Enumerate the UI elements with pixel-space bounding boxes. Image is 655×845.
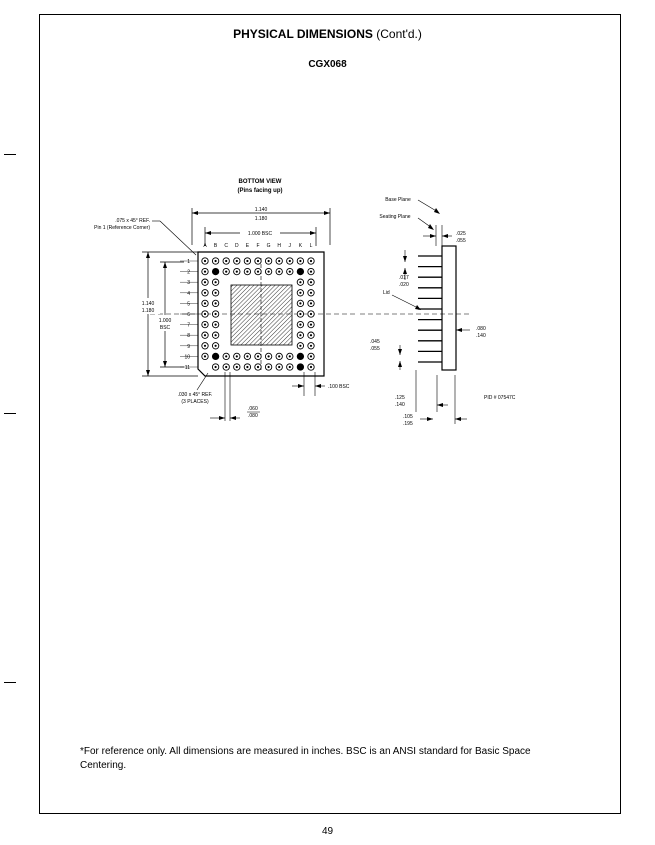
row-number: 9: [187, 344, 190, 350]
corner-ref: .075 x 45° REF.: [115, 218, 150, 224]
dim-outer-height-max: 1.140: [142, 301, 155, 307]
row-number: 7: [187, 323, 190, 329]
dim-d3-max: .055: [370, 346, 380, 352]
seating-plane-label: Seating Plane: [379, 214, 410, 220]
row-number: 3: [187, 280, 190, 286]
dim-d5-min: .125: [395, 395, 405, 401]
row-number: 1: [187, 259, 190, 265]
row-number: 4: [187, 291, 190, 297]
dim-inner-width: 1.000 BSC: [248, 231, 273, 237]
part-number: CGX068: [308, 59, 347, 70]
pin: [211, 352, 220, 361]
dim-d3-min: .045: [370, 339, 380, 345]
row-number: 6: [187, 312, 190, 318]
row-number: 8: [187, 333, 190, 339]
row-number: 10: [184, 354, 190, 360]
row-numbers: 1 2 3 4 5 6 7 8 9 10 11: [180, 259, 198, 371]
dim-d2-max: .020: [399, 282, 409, 288]
dim-d6-max: .195: [403, 421, 413, 427]
page-number: 49: [321, 826, 334, 837]
column-letter: K: [299, 243, 303, 249]
pin: [296, 363, 305, 371]
pin-dia-max: .080: [248, 413, 258, 419]
column-letter: E: [246, 243, 250, 249]
column-letter: A: [203, 243, 207, 249]
view-subtitle: (Pins facing up): [238, 188, 283, 194]
side-leads: [418, 255, 442, 363]
dim-d4-max: .140: [476, 333, 486, 339]
lid-label: Lid: [383, 290, 390, 296]
dim-d6-min: .105: [403, 414, 413, 420]
dim-d4-min: .080: [476, 326, 486, 332]
dim-inner-height: 1.000: [159, 318, 172, 324]
dim-outer-width-min: 1.180: [255, 216, 268, 222]
column-letter: D: [235, 243, 239, 249]
page-frame: [39, 14, 621, 814]
dim-d1-min: .025: [456, 231, 466, 237]
side-body: [441, 245, 457, 371]
footnote: *For reference only. All dimensions are …: [80, 746, 531, 771]
pin: [296, 352, 305, 361]
base-plane-label: Base Plane: [385, 197, 411, 203]
margin-mark: [4, 154, 16, 155]
chamfer-ref: .030 x 45° REF.: [178, 392, 213, 398]
pin-dia-min: .060: [248, 406, 258, 412]
dim-inner-height-bsc: BSC: [160, 325, 171, 331]
dim-outer-width-max: 1.140: [255, 207, 268, 213]
margin-mark: [4, 682, 16, 683]
pin-grid: [201, 257, 315, 371]
die-cavity: [230, 284, 293, 346]
page-title: PHYSICAL DIMENSIONS (Cont'd.): [233, 27, 422, 41]
column-letter: B: [214, 243, 218, 249]
row-number: 11: [185, 365, 190, 371]
pitch-label: .100 BSC: [328, 384, 350, 390]
chamfer-places: (3 PLACES): [181, 399, 209, 405]
column-letter: G: [267, 243, 271, 249]
dim-d1-max: .055: [456, 238, 466, 244]
column-letter: F: [256, 243, 259, 249]
pin: [296, 267, 305, 276]
dim-d2-min: .017: [399, 275, 409, 281]
row-number: 5: [187, 301, 190, 307]
view-title: BOTTOM VIEW: [239, 179, 282, 185]
column-letter: L: [310, 243, 313, 249]
row-number: 2: [187, 270, 190, 276]
pin1-label: Pin 1 (Reference Corner): [94, 225, 150, 231]
pid-label: PID # 07547C: [484, 395, 516, 401]
margin-mark: [4, 413, 16, 414]
column-letter: J: [289, 243, 292, 249]
column-letter: C: [224, 243, 228, 249]
dim-outer-height-min: 1.180: [142, 308, 155, 314]
pin: [211, 267, 220, 276]
dim-d5-max: .140: [395, 402, 405, 408]
column-letter: H: [277, 243, 281, 249]
